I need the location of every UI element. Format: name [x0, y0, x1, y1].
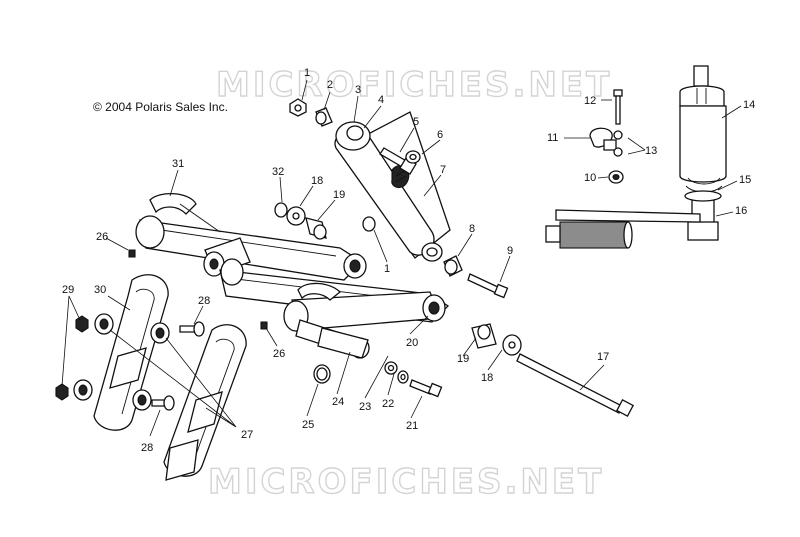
nut-29-lower	[55, 383, 69, 401]
bearing-upper-left	[94, 313, 114, 335]
bearing-lower-left	[73, 379, 93, 401]
callout-16: 16	[735, 205, 747, 217]
callout-12: 12	[584, 95, 596, 107]
clamp-11	[589, 127, 617, 151]
bushing-19-upper	[305, 217, 327, 240]
front-shock-assembly	[679, 65, 727, 241]
copyright-notice: © 2004 Polaris Sales Inc.	[93, 100, 228, 114]
front-lower-arm	[545, 209, 701, 249]
bolt-28-upper	[179, 321, 205, 337]
callout-24: 24	[332, 396, 344, 408]
washer-18-upper	[286, 206, 306, 226]
washer-18-lower	[502, 334, 522, 356]
nut-29-upper	[75, 315, 89, 333]
nut-6	[405, 150, 421, 164]
callout-28-lower: 28	[141, 442, 153, 454]
callout-8: 8	[469, 223, 475, 235]
callout-2: 2	[327, 79, 333, 91]
callout-30: 30	[94, 284, 106, 296]
bolt-28-lower	[151, 395, 175, 411]
callout-6: 6	[437, 129, 443, 141]
callout-20: 20	[406, 337, 418, 349]
callout-26-lower: 26	[273, 348, 285, 360]
callout-32: 32	[272, 166, 284, 178]
bearing-lower-right	[132, 389, 152, 411]
nut-mid	[362, 216, 376, 232]
callout-18-upper: 18	[311, 175, 323, 187]
callout-15: 15	[739, 174, 751, 186]
callout-21: 21	[406, 420, 418, 432]
callout-17: 17	[597, 351, 609, 363]
callout-5: 5	[413, 116, 419, 128]
washers-13	[613, 130, 623, 157]
washer-22	[384, 361, 398, 375]
bolt-21	[409, 379, 443, 398]
callout-7: 7	[440, 164, 446, 176]
bushing-19-lower	[471, 323, 497, 349]
callout-31: 31	[172, 158, 184, 170]
callout-3: 3	[355, 84, 361, 96]
bushing-8	[443, 255, 463, 277]
washer-small	[397, 370, 409, 384]
callout-19-upper: 19	[333, 189, 345, 201]
watermark-top: MICROFICHES.NET	[216, 65, 612, 105]
nut-10	[608, 170, 624, 184]
callout-27: 27	[241, 429, 253, 441]
nut-top	[289, 98, 307, 117]
nut-32	[274, 202, 288, 218]
link-plate-27	[163, 324, 247, 481]
callout-11: 11	[547, 132, 558, 144]
callout-4: 4	[378, 94, 384, 106]
callout-1-mid: 1	[384, 263, 390, 275]
callout-19-lower: 19	[457, 353, 469, 365]
leader-lines	[61, 79, 742, 437]
callout-1-top: 1	[304, 67, 310, 79]
callout-numbers: 1 1 2 3 4 5 6 7 8 9 10 11 12 13 14 15 16…	[62, 67, 755, 454]
o-ring-25	[313, 364, 331, 384]
bolt-12	[613, 89, 623, 125]
bushing-2	[315, 107, 333, 127]
callout-18-lower: 18	[481, 372, 493, 384]
long-bolt-17	[516, 353, 634, 417]
grease-fitting-upper	[128, 249, 136, 258]
callout-29: 29	[62, 284, 74, 296]
watermark-bottom: MICROFICHES.NET	[208, 462, 604, 502]
shaft-24	[317, 327, 369, 359]
upper-torque-arm	[135, 193, 367, 281]
callout-23: 23	[359, 401, 371, 413]
callout-28-upper: 28	[198, 295, 210, 307]
callout-10: 10	[584, 172, 596, 184]
bolt-9	[467, 273, 509, 299]
rear-shock-assembly	[334, 111, 451, 262]
callout-9: 9	[507, 245, 513, 257]
callout-22: 22	[382, 398, 394, 410]
callout-25: 25	[302, 419, 314, 431]
callout-26-upper: 26	[96, 231, 108, 243]
link-plate-30	[93, 274, 169, 431]
callout-13: 13	[645, 145, 657, 157]
callout-14: 14	[743, 99, 755, 111]
bearing-upper-right	[150, 322, 170, 344]
